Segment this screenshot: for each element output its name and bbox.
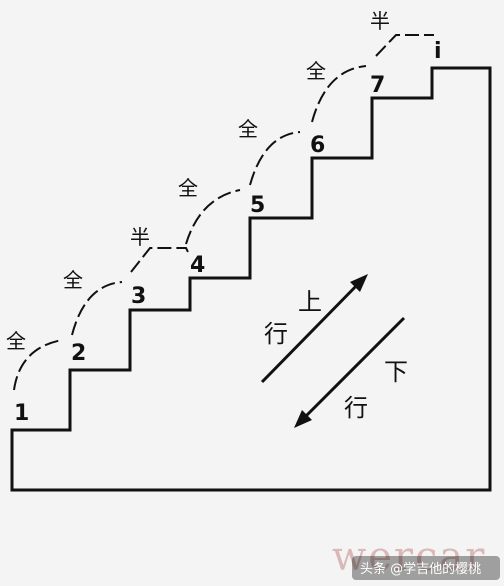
interval-arcs (13, 34, 434, 391)
descending-arrow (294, 316, 406, 428)
credit-text: 头条 @学吉他的樱桃 (360, 561, 481, 577)
step-label-1: 1 (14, 401, 29, 426)
step-numbers: 1 2 3 4 5 6 7 i (14, 39, 442, 426)
arc-4-5 (185, 189, 241, 245)
ascending-label-char-2: 行 (264, 320, 288, 348)
arc-5-6 (249, 131, 301, 186)
step-label-i: i (434, 39, 442, 64)
ascending-label-char-1: 上 (298, 288, 322, 316)
step-label-7: 7 (370, 73, 385, 98)
watermark: wercar (332, 534, 486, 580)
interval-label-7: 半 (370, 9, 390, 33)
interval-labels: 全 全 半 全 全 全 半 (6, 9, 390, 353)
step-label-3: 3 (131, 284, 146, 309)
descending-label-char-2: 行 (344, 394, 368, 422)
interval-label-2: 全 (63, 268, 83, 292)
arc-1-2 (13, 339, 63, 391)
interval-label-4: 全 (178, 176, 198, 200)
step-label-6: 6 (310, 133, 325, 158)
interval-label-3: 半 (130, 225, 150, 249)
staircase-outline (10, 66, 492, 492)
step-label-5: 5 (250, 193, 265, 218)
step-label-2: 2 (71, 341, 86, 366)
interval-label-1: 全 (6, 329, 26, 353)
half-bracket-7-i (375, 34, 434, 57)
credit-badge (352, 556, 500, 580)
descending-label-char-1: 下 (384, 358, 408, 386)
ascending-arrow (260, 274, 368, 384)
interval-label-5: 全 (238, 117, 258, 141)
half-bracket-3-4 (130, 247, 191, 273)
step-label-4: 4 (190, 253, 205, 278)
interval-label-6: 全 (306, 59, 326, 83)
arc-6-7 (311, 65, 367, 123)
arc-2-3 (71, 281, 123, 336)
